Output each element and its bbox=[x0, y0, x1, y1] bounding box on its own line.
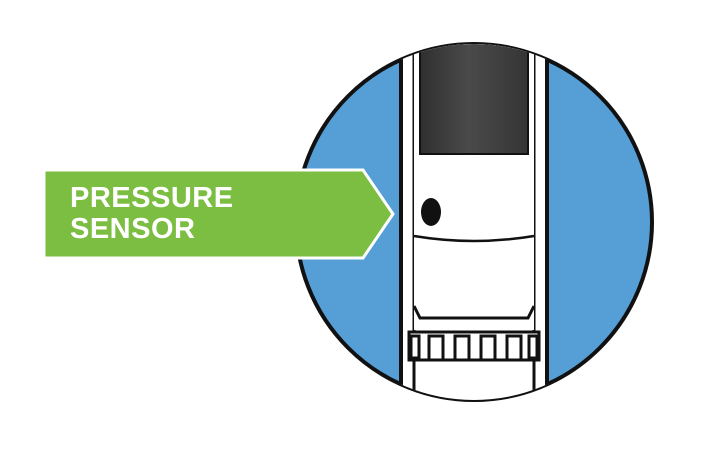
probe-group bbox=[399, 44, 549, 400]
callout-label-line-2: SENSOR bbox=[70, 213, 196, 245]
callout-arrow bbox=[42, 168, 395, 260]
pressure-port-dot-icon bbox=[421, 198, 441, 226]
probe-teeth bbox=[409, 334, 539, 362]
sensor-cap bbox=[419, 44, 529, 155]
callout-label-line-1: PRESSURE bbox=[70, 182, 234, 214]
callout-label: PRESSURE SENSOR bbox=[70, 183, 330, 245]
